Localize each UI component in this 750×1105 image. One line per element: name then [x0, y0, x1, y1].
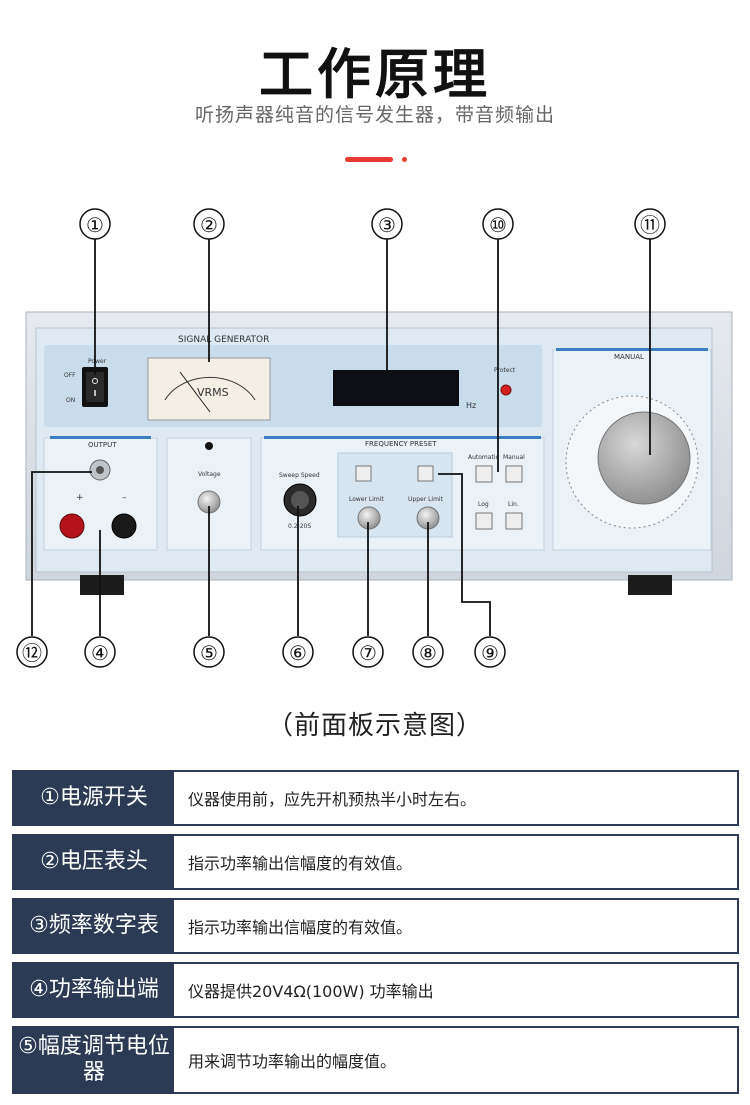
off-label: OFF: [64, 372, 76, 379]
accent-divider: [345, 157, 393, 162]
left-foot: [80, 575, 124, 595]
front-panel-diagram: SIGNAL GENERATOR Power OFF ON VRMS Hz Pr…: [16, 208, 733, 668]
sweep-range-label: 0.2-20S: [288, 523, 311, 530]
right-foot: [628, 575, 672, 595]
leader-lines: [31, 238, 651, 636]
lower-limit-label: Lower Limit: [349, 496, 384, 503]
callout-4: ④: [84, 636, 116, 668]
manual-frequency-knob[interactable]: [597, 411, 691, 505]
row-label: ⑤幅度调节电位器: [14, 1028, 174, 1092]
table-row: ⑤幅度调节电位器 用来调节功率输出的幅度值。: [12, 1026, 739, 1094]
lower-limit-knob[interactable]: [357, 506, 381, 530]
callout-2: ②: [193, 208, 225, 240]
callout-7: ⑦: [352, 636, 384, 668]
callout-3: ③: [371, 208, 403, 240]
power-label: Power: [88, 358, 107, 365]
svg-text:⑨: ⑨: [481, 641, 499, 665]
figure-caption: （前面板示意图）: [266, 711, 483, 741]
output-label: OUTPUT: [88, 441, 117, 449]
table-row: ④功率输出端 仪器提供20V4Ω(100W) 功率输出: [12, 962, 739, 1018]
upper-limit-button[interactable]: [417, 465, 434, 482]
negative-terminal[interactable]: [111, 513, 137, 539]
meter-scale: [164, 376, 256, 401]
log-button[interactable]: [475, 512, 493, 530]
callout-11: ⑪: [634, 208, 666, 240]
row-label: ②电压表头: [14, 836, 174, 888]
callout-9: ⑨: [474, 636, 506, 668]
callout-1: ①: [79, 208, 111, 240]
sweep-speed-knob-cap: [291, 491, 309, 509]
meter-needle: [179, 371, 211, 413]
row-description: 仪器使用前，应先开机预热半小时左右。: [188, 790, 477, 809]
frequency-display: [333, 370, 459, 406]
on-label: ON: [66, 397, 75, 404]
power-switch-mark: [92, 378, 98, 384]
frequency-preset-label: FREQUENCY PRESET: [365, 440, 437, 448]
lin-label: Lin.: [508, 501, 519, 508]
protect-led: [500, 384, 512, 396]
hz-label: Hz: [466, 401, 476, 410]
manual-button[interactable]: [505, 465, 523, 483]
upper-limit-label: Upper Limit: [408, 496, 444, 503]
log-label: Log: [478, 501, 489, 508]
lin-button[interactable]: [505, 512, 523, 530]
voltage-indicator-hole: [205, 442, 213, 450]
svg-text:④: ④: [91, 641, 109, 665]
frequency-preset-header-bar: [264, 436, 541, 439]
svg-text:⑥: ⑥: [289, 641, 307, 665]
svg-text:⑦: ⑦: [359, 641, 377, 665]
row-description: 指示功率输出信幅度的有效值。: [188, 918, 413, 937]
row-label: ③频率数字表: [14, 900, 174, 952]
automatic-button[interactable]: [475, 465, 493, 483]
callout-12: ⑫: [16, 636, 48, 668]
row-description: 仪器提供20V4Ω(100W) 功率输出: [188, 982, 434, 1001]
minus-label: –: [122, 493, 127, 503]
bnc-connector-inner: [96, 466, 104, 474]
lower-limit-button[interactable]: [355, 465, 372, 482]
manual-label: MANUAL: [614, 353, 644, 361]
callout-6: ⑥: [282, 636, 314, 668]
svg-text:⑤: ⑤: [200, 641, 218, 665]
brand-label: SIGNAL GENERATOR: [178, 335, 269, 345]
callout-10: ⑩: [482, 208, 514, 240]
protect-label: Protect: [494, 367, 516, 374]
positive-terminal[interactable]: [59, 513, 85, 539]
automatic-label: Automatic: [468, 454, 499, 461]
power-switch-rocker: [86, 372, 104, 402]
svg-text:③: ③: [378, 213, 396, 237]
plus-label: +: [76, 493, 84, 503]
svg-text:①: ①: [86, 213, 104, 237]
accent-dot: [402, 157, 407, 162]
svg-text:⑪: ⑪: [640, 213, 660, 237]
voltmeter: [147, 357, 271, 421]
svg-text:⑩: ⑩: [489, 213, 507, 237]
output-header-bar: [50, 436, 151, 439]
meter-label: VRMS: [197, 386, 229, 399]
top-panel-band: [44, 345, 542, 427]
page-title: 工作原理: [259, 43, 491, 106]
svg-text:⑧: ⑧: [419, 641, 437, 665]
svg-text:②: ②: [200, 213, 218, 237]
table-row: ③频率数字表 指示功率输出信幅度的有效值。: [12, 898, 739, 954]
svg-text:⑫: ⑫: [22, 641, 42, 665]
row-label: ①电源开关: [14, 772, 174, 824]
sweep-speed-label: Sweep Speed: [279, 472, 320, 479]
table-row: ②电压表头 指示功率输出信幅度的有效值。: [12, 834, 739, 890]
page-subtitle: 听扬声器纯音的信号发生器，带音频输出: [194, 104, 555, 126]
manual-header-bar: [556, 348, 708, 351]
callout-5: ⑤: [193, 636, 225, 668]
row-description: 指示功率输出信幅度的有效值。: [188, 854, 413, 873]
row-description: 用来调节功率输出的幅度值。: [188, 1052, 397, 1071]
manual-button-label: Manual: [503, 454, 525, 461]
voltage-label: Voltage: [198, 471, 221, 478]
row-label: ④功率输出端: [14, 964, 174, 1016]
table-row: ①电源开关 仪器使用前，应先开机预热半小时左右。: [12, 770, 739, 826]
callout-8: ⑧: [412, 636, 444, 668]
